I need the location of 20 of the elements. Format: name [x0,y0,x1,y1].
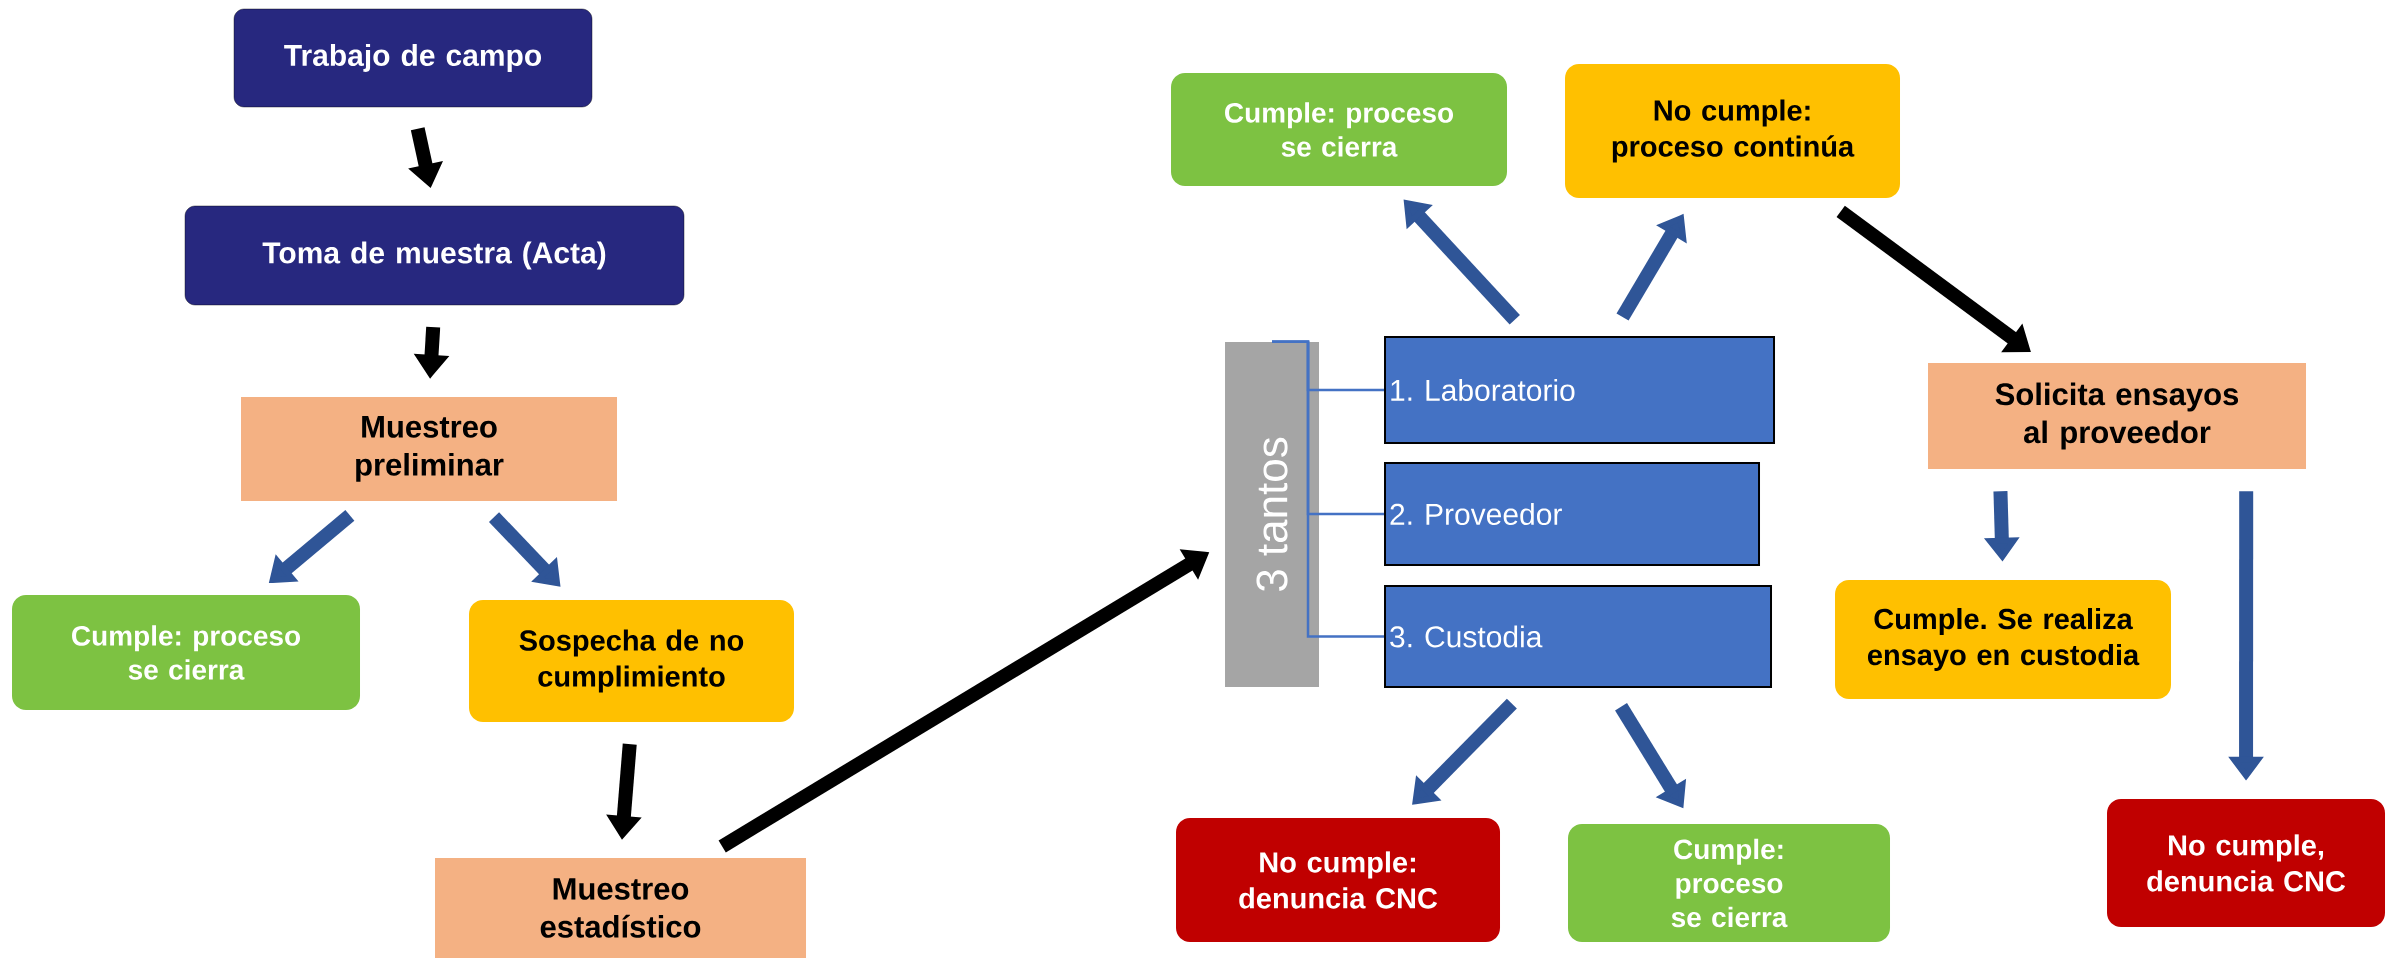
process-box: Solicita ensayos al proveedor [1928,363,2306,469]
result-box: No cumple, denuncia CNC [2107,799,2385,927]
samples-bar: 3 tantos [1225,342,1319,687]
result-box: Cumple. Se realiza ensayo en custodia [1835,580,2171,699]
process-box: Trabajo de campo [233,8,593,108]
sample-box: 2. Proveedor [1384,462,1760,566]
process-box: Muestreo estadístico [435,858,806,958]
result-box: Sospecha de no cumplimiento [469,600,794,722]
sample-box: 1. Laboratorio [1384,336,1775,444]
result-box: Cumple: proceso se cierra [1568,824,1890,942]
bracket-line [1272,340,1384,638]
sample-box: 3. Custodia [1384,585,1772,688]
arrow [1412,698,1517,805]
process-box: Toma de muestra (Acta) [184,205,685,306]
arrow [488,512,561,587]
result-box: Cumple: proceso se cierra [12,595,360,710]
result-box: No cumple: proceso continúa [1565,64,1900,198]
process-box: Muestreo preliminar [241,397,617,501]
result-box: No cumple: denuncia CNC [1176,818,1500,942]
result-box: Cumple: proceso se cierra [1171,73,1507,186]
